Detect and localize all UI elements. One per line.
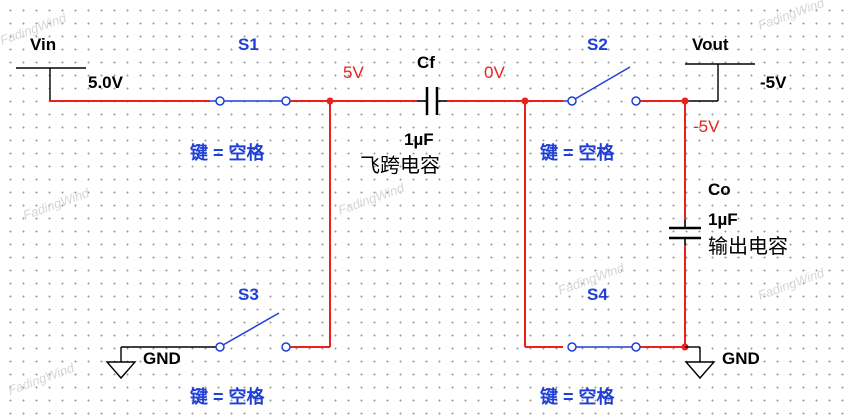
switch-s2[interactable]: [563, 66, 641, 106]
switch-s4-name: S4: [587, 285, 608, 304]
watermark: FadingWind: [21, 185, 92, 223]
junctions: [326, 97, 689, 351]
switch-s1-key: 键 = 空格: [189, 142, 266, 163]
node-neg5v-label: -5V: [693, 117, 720, 136]
ground-left: [105, 347, 137, 380]
capacitor-cf-value: 1µF: [404, 130, 434, 149]
switch-s4[interactable]: [567, 342, 641, 352]
watermark: FadingWind: [756, 0, 827, 33]
switch-s4-key: 键 = 空格: [539, 386, 616, 407]
gnd-left-label: GND: [143, 349, 181, 368]
node-5v-label: 5V: [343, 63, 364, 82]
switch-s3-name: S3: [238, 285, 259, 304]
watermark-layer: FadingWind FadingWind FadingWind FadingW…: [0, 0, 827, 398]
capacitor-co-desc: 输出电容: [708, 234, 788, 258]
node-0v-label: 0V: [484, 63, 505, 82]
vout-label: Vout: [692, 35, 729, 54]
gnd-right-label: GND: [722, 349, 760, 368]
capacitor-cf: [417, 87, 447, 115]
switch-s2-key: 键 = 空格: [539, 142, 616, 163]
capacitor-cf-name: Cf: [417, 53, 435, 72]
watermark: FadingWind: [336, 180, 407, 218]
watermark: FadingWind: [756, 265, 827, 303]
switch-s3-key: 键 = 空格: [189, 386, 266, 407]
switch-s1[interactable]: [210, 96, 291, 106]
vout-terminal: [685, 63, 755, 102]
vin-terminal: [16, 67, 210, 102]
capacitor-co: [669, 220, 701, 245]
capacitor-cf-desc: 飞跨电容: [360, 153, 440, 177]
switch-s3[interactable]: [121, 312, 291, 352]
vin-label: Vin: [30, 35, 56, 54]
vin-value: 5.0V: [88, 73, 124, 92]
switch-s1-name: S1: [238, 35, 259, 54]
ground-right: [684, 346, 716, 380]
switch-s2-name: S2: [587, 35, 608, 54]
vout-value: -5V: [760, 73, 787, 92]
capacitor-co-value: 1µF: [708, 210, 738, 229]
red-wires: [290, 100, 686, 348]
capacitor-co-name: Co: [708, 180, 731, 199]
watermark: FadingWind: [6, 360, 77, 398]
